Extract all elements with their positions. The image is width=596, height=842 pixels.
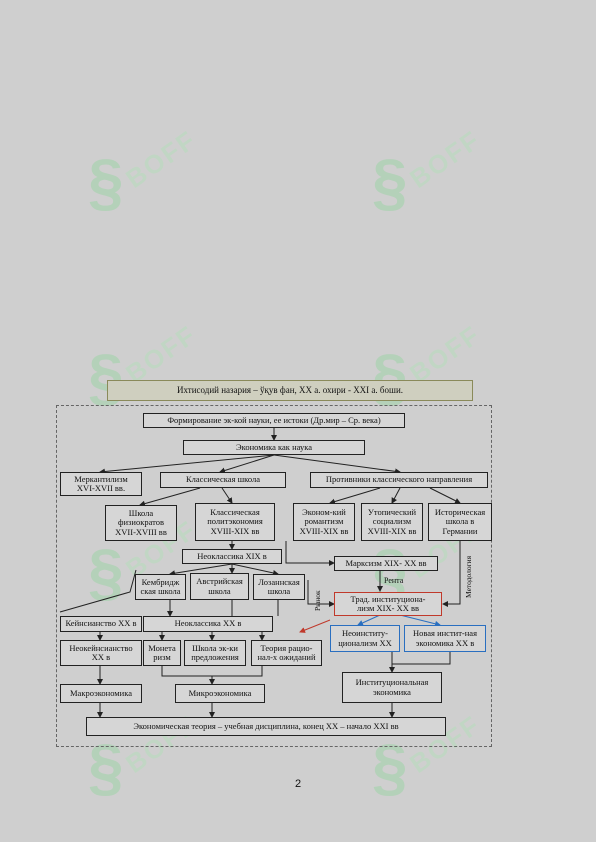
node-formation: Формирование эк-кой науки, ее истоки (Др… — [143, 413, 405, 428]
watermark-logo: §BOFF — [88, 124, 202, 218]
leaf-logo-icon: § — [372, 731, 408, 803]
watermark-logo: §BOFF — [372, 709, 486, 803]
label-rent: Рента — [384, 576, 404, 585]
node-lausanne: Лозаннская школа — [253, 574, 305, 600]
node-historical-school: Историческая школа в Германии — [428, 503, 492, 541]
node-classical-school: Классическая школа — [160, 472, 286, 488]
node-economics-science: Экономика как наука — [183, 440, 365, 455]
label-methodology: Методология — [464, 555, 473, 598]
node-macroeconomics: Макроэкономика — [60, 684, 142, 703]
node-institutional-economics: Институциональная экономика — [342, 672, 442, 703]
node-new-institutional-economics: Новая инстит-ная экономика XX в — [404, 625, 486, 652]
watermark-logo: §BOFF — [88, 514, 202, 608]
leaf-logo-icon: § — [372, 146, 408, 218]
node-classical-political-economy: Классическая политэкономия XVIII-XIX вв — [195, 503, 275, 541]
node-neoclassics-19: Неоклассика XIX в — [182, 549, 282, 564]
diagram-frame — [56, 405, 492, 747]
node-neo-institutionalism: Неоинститу- ционализм XX — [330, 625, 400, 652]
node-austrian: Австрийская школа — [190, 573, 249, 600]
node-economic-theory: Экономическая теория – учебная дисциплин… — [86, 717, 446, 736]
node-marxism: Марксизм XIX- XX вв — [334, 556, 438, 571]
node-neokeynesianism: Неокейнсианство XX в — [60, 640, 142, 666]
label-market: Рынок — [313, 590, 322, 611]
node-rational-expectations: Теория рацио- нал-х ожиданий — [251, 640, 322, 666]
diagram-title: Ихтисодий назария – ўқув фан, XX а. охир… — [107, 380, 473, 401]
leaf-logo-icon: § — [88, 536, 124, 608]
node-monetarism: Монета ризм — [143, 640, 181, 666]
node-supply-side-school: Школа эк-ки предложения — [184, 640, 246, 666]
node-keynesianism: Кейнсианство XX в — [60, 616, 142, 632]
node-traditional-institutionalism: Трад. институциона- лизм XIX- XX вв — [334, 592, 442, 616]
leaf-logo-icon: § — [88, 731, 124, 803]
node-mercantilism: Меркантилизм XVI-XVII вв. — [60, 472, 142, 496]
node-romanticism: Эконом-кий романтизм XVIII-XIX вв — [293, 503, 355, 541]
node-opponents: Противники классического направления — [310, 472, 488, 488]
watermark-logo: §BOFF — [372, 124, 486, 218]
node-microeconomics: Микроэкономика — [175, 684, 265, 703]
node-utopian-socialism: Утопический социализм XVIII-XIX вв — [361, 503, 423, 541]
page-number: 2 — [294, 778, 302, 790]
node-neoclassics-20: Неоклассика XX в — [143, 616, 273, 632]
node-physiocrats: Школа физиократов XVII-XVIII вв — [105, 505, 177, 541]
watermark-logo: §BOFF — [88, 709, 202, 803]
leaf-logo-icon: § — [88, 146, 124, 218]
node-cambridge: Кембридж ская школа — [135, 574, 186, 600]
